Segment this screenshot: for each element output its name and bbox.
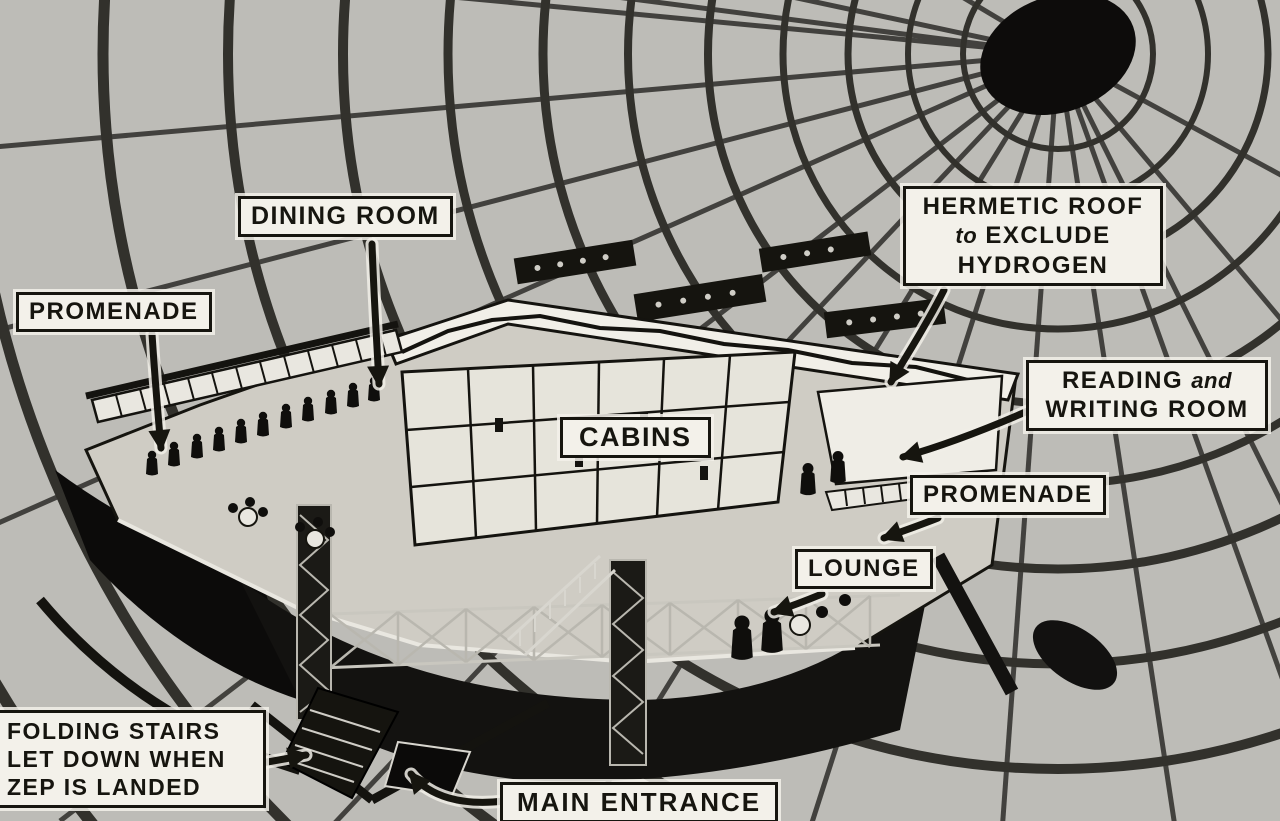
arrow-dining-room xyxy=(367,240,390,388)
label-line: LET DOWN WHEN xyxy=(7,746,226,773)
left-promenade-windows xyxy=(85,320,404,424)
label-text: CABINS xyxy=(579,422,692,452)
label-text: PROMENADE xyxy=(923,481,1093,508)
label-text: LOUNGE xyxy=(808,555,920,582)
arrow-lounge xyxy=(770,590,826,617)
lattice-column-2 xyxy=(609,559,647,766)
underdeck-shadow xyxy=(240,580,930,782)
label-word: to xyxy=(955,223,978,249)
label-folding-stairs: FOLDING STAIRS LET DOWN WHEN ZEP IS LAND… xyxy=(0,710,266,809)
label-reading-writing-room: READING and WRITING ROOM xyxy=(1026,360,1268,431)
label-line: FOLDING STAIRS xyxy=(7,718,221,744)
stair-railing xyxy=(506,554,617,657)
keel-walkway-boxes xyxy=(513,231,947,339)
label-lounge: LOUNGE xyxy=(795,549,933,589)
label-line: READING and xyxy=(1039,366,1255,395)
arrow-promenade-right xyxy=(880,514,942,542)
arrow-hermetic-roof xyxy=(887,286,948,386)
hull-vanishing-point xyxy=(980,0,1136,115)
label-promenade-right: PROMENADE xyxy=(910,475,1106,515)
label-line: to EXCLUDE xyxy=(916,221,1150,250)
hermetic-roof-band xyxy=(383,298,1021,402)
label-line: HERMETIC ROOF xyxy=(922,193,1144,220)
label-dining-room: DINING ROOM xyxy=(238,196,453,237)
label-text: PROMENADE xyxy=(29,298,199,325)
label-word: READING xyxy=(1061,367,1184,394)
arrow-main-entrance xyxy=(407,770,508,806)
passengers-lounge xyxy=(731,594,851,660)
left-shadow xyxy=(55,470,300,700)
deck-edge-highlight xyxy=(117,518,856,665)
label-line: HYDROGEN xyxy=(957,251,1109,279)
label-word: EXCLUDE xyxy=(985,222,1111,250)
label-cabins: CABINS xyxy=(560,417,711,458)
label-main-entrance: MAIN ENTRANCE xyxy=(500,782,779,821)
label-text: MAIN ENTRANCE xyxy=(517,787,762,817)
label-line: ZEP IS LANDED xyxy=(7,774,202,801)
label-line: WRITING ROOM xyxy=(1045,396,1249,424)
callout-arrows xyxy=(145,237,1037,809)
label-promenade-left: PROMENADE xyxy=(16,292,212,332)
truss-structure xyxy=(296,504,1118,766)
dining-tables xyxy=(228,497,335,549)
arrow-reading-writing xyxy=(899,406,1034,463)
label-text: DINING ROOM xyxy=(251,202,440,230)
arrow-promenade-left xyxy=(148,330,171,452)
right-strut xyxy=(931,552,1019,696)
label-word: and xyxy=(1191,368,1233,393)
label-hermetic-roof: HERMETIC ROOF to EXCLUDE HYDROGEN xyxy=(903,186,1163,286)
